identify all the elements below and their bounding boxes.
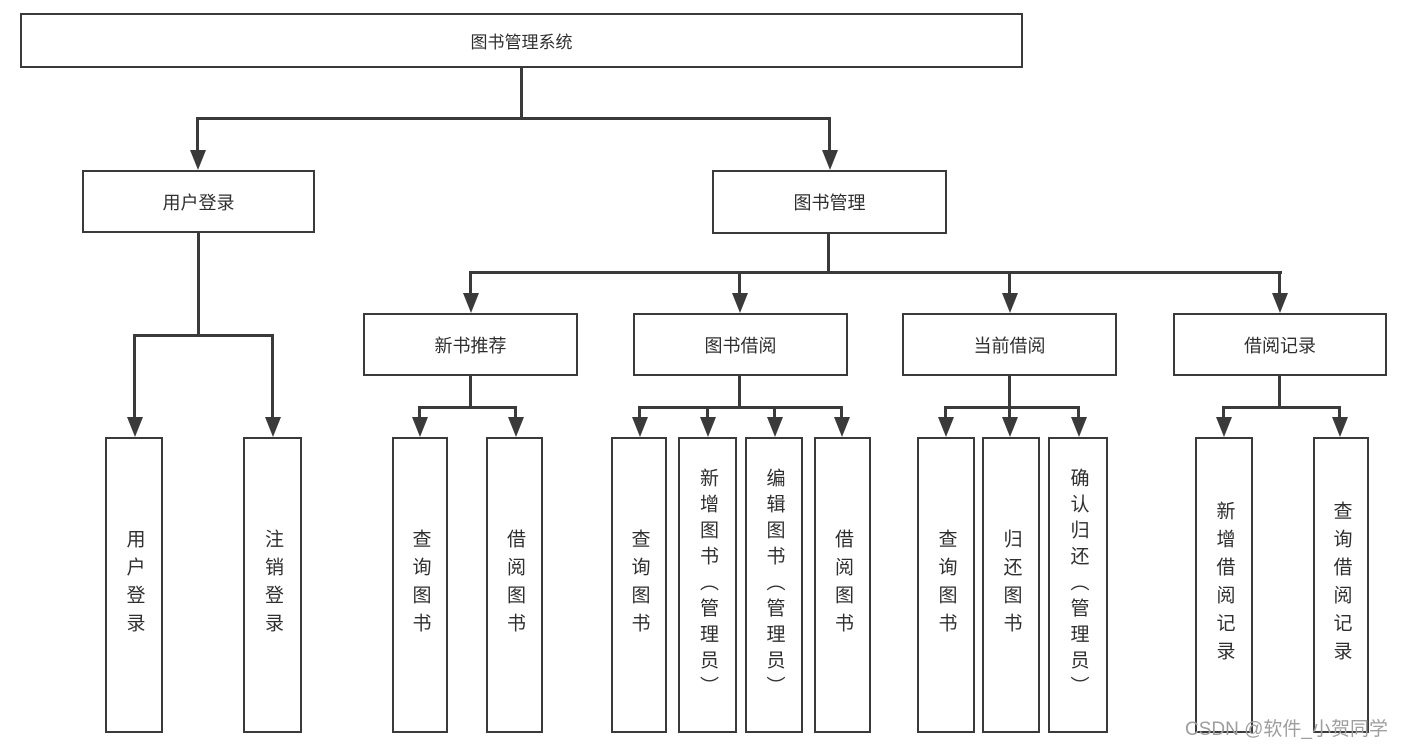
edge-book-borrow-bus (638, 406, 843, 409)
arrow-leaf-5-icon (632, 417, 648, 437)
leaf-borrow-books-1: 借阅图书 (486, 437, 543, 733)
edge-drop-leaf-9 (944, 406, 947, 419)
edge-drop-leaf-login (133, 334, 136, 419)
edge-root-trunk (520, 68, 523, 117)
leaf-borrow-books-2-label: 借阅图书 (832, 529, 853, 641)
node-current-borrow: 当前借阅 (902, 313, 1117, 376)
edge-book-mgmt-trunk (827, 234, 830, 274)
edge-drop-leaf-3 (418, 406, 421, 419)
arrow-leaf-7-icon (767, 417, 783, 437)
leaf-query-books-2-label: 查询图书 (628, 529, 650, 641)
node-new-books-label: 新书推荐 (434, 335, 507, 356)
edge-borrow-records-trunk (1278, 376, 1281, 409)
edge-drop-leaf-7 (773, 406, 776, 419)
node-root-label: 图书管理系统 (470, 33, 573, 52)
csdn-watermark: CSDN @软件_小贺同学 (1185, 719, 1388, 740)
arrow-leaf-logout-icon (265, 417, 281, 437)
leaf-borrow-books-1-label: 借阅图书 (504, 529, 525, 641)
arrow-user-login-icon (190, 150, 206, 170)
arrow-leaf-4-icon (508, 417, 524, 437)
leaf-query-borrow-record-label: 查询借阅记录 (1330, 501, 1352, 669)
leaf-query-books-1: 查询图书 (392, 437, 448, 733)
arrow-leaf-10-icon (1002, 417, 1018, 437)
leaf-edit-books-admin-label: 编辑图书（管理员） (763, 468, 785, 702)
leaf-logout-label: 注销登录 (262, 529, 283, 641)
edge-drop-current-borrow (1008, 271, 1011, 295)
arrow-leaf-3-icon (412, 417, 428, 437)
leaf-return-books-label: 归还图书 (1000, 529, 1022, 641)
node-user-login-label: 用户登录 (162, 192, 235, 213)
arrow-book-mgmt-icon (822, 150, 838, 170)
arrow-leaf-9-icon (938, 417, 954, 437)
leaf-add-borrow-record: 新增借阅记录 (1195, 437, 1253, 733)
arrow-current-borrow-icon (1002, 293, 1018, 313)
node-borrow-records: 借阅记录 (1173, 313, 1387, 376)
node-root: 图书管理系统 (20, 13, 1023, 68)
edge-drop-leaf-4 (514, 406, 517, 419)
arrow-leaf-12-icon (1216, 417, 1232, 437)
edge-drop-leaf-13 (1338, 406, 1341, 419)
arrow-new-books-icon (463, 293, 479, 313)
node-book-borrow-label: 图书借阅 (704, 335, 777, 356)
leaf-add-borrow-record-label: 新增借阅记录 (1213, 501, 1235, 669)
edge-drop-leaf-6 (706, 406, 709, 419)
edge-drop-leaf-12 (1222, 406, 1225, 419)
edge-drop-leaf-11 (1077, 406, 1080, 419)
edge-user-login-bus (133, 334, 274, 337)
leaf-confirm-return-admin: 确认归还（管理员） (1048, 437, 1108, 733)
leaf-user-login: 用户登录 (105, 437, 163, 733)
edge-drop-book-borrow (738, 271, 741, 295)
leaf-query-books-3-label: 查询图书 (935, 529, 957, 641)
node-book-mgmt-label: 图书管理 (793, 193, 866, 213)
edge-drop-leaf-5 (638, 406, 641, 419)
leaf-edit-books-admin: 编辑图书（管理员） (745, 437, 803, 733)
node-book-mgmt: 图书管理 (712, 170, 947, 234)
edge-user-login-trunk (197, 233, 200, 337)
leaf-query-books-3: 查询图书 (917, 437, 975, 733)
edge-drop-leaf-10 (1008, 406, 1011, 419)
edge-drop-book-mgmt (828, 117, 831, 153)
node-user-login: 用户登录 (82, 170, 315, 233)
edge-root-bus (196, 117, 831, 120)
leaf-query-books-2: 查询图书 (611, 437, 667, 733)
edge-book-borrow-trunk (738, 376, 741, 409)
edge-book-mgmt-bus (469, 271, 1282, 274)
arrow-leaf-11-icon (1071, 417, 1087, 437)
node-new-books: 新书推荐 (363, 313, 578, 376)
arrow-leaf-6-icon (700, 417, 716, 437)
edge-drop-borrow-records (1278, 271, 1281, 295)
edge-current-borrow-bus (944, 406, 1080, 409)
edge-drop-leaf-logout (271, 334, 274, 419)
edge-drop-new-books (469, 271, 472, 295)
leaf-confirm-return-admin-label: 确认归还（管理员） (1067, 468, 1089, 702)
leaf-query-borrow-record: 查询借阅记录 (1313, 437, 1369, 733)
edge-drop-user-login (196, 117, 199, 153)
leaf-query-books-1-label: 查询图书 (409, 529, 431, 641)
leaf-borrow-books-2: 借阅图书 (814, 437, 871, 733)
arrow-book-borrow-icon (732, 293, 748, 313)
node-book-borrow: 图书借阅 (633, 313, 848, 376)
edge-drop-leaf-8 (840, 406, 843, 419)
arrow-leaf-8-icon (834, 417, 850, 437)
node-current-borrow-label: 当前借阅 (973, 335, 1046, 356)
node-borrow-records-label: 借阅记录 (1244, 335, 1316, 356)
leaf-add-books-admin: 新增图书（管理员） (678, 437, 737, 733)
arrow-borrow-records-icon (1272, 293, 1288, 313)
edge-borrow-records-bus (1222, 406, 1341, 409)
arrow-leaf-login-icon (127, 417, 143, 437)
leaf-logout: 注销登录 (243, 437, 302, 733)
edge-current-borrow-trunk (1008, 376, 1011, 409)
leaf-user-login-label: 用户登录 (123, 529, 145, 641)
leaf-add-books-admin-label: 新增图书（管理员） (697, 468, 718, 702)
edge-new-books-bus (418, 406, 517, 409)
edge-new-books-trunk (469, 376, 472, 409)
leaf-return-books: 归还图书 (982, 437, 1040, 733)
arrow-leaf-13-icon (1332, 417, 1348, 437)
